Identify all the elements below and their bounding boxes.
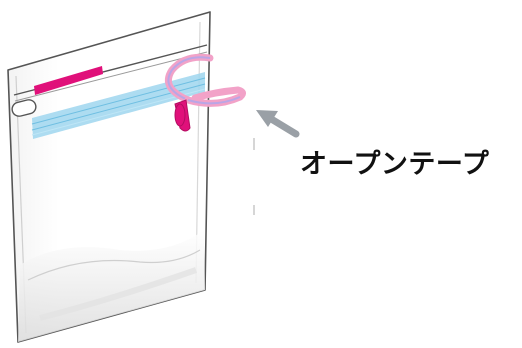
hang-hole bbox=[11, 99, 37, 117]
open-tape bbox=[165, 53, 247, 132]
brand-bar bbox=[34, 66, 103, 95]
open-tape-label: オープンテープ bbox=[300, 149, 490, 180]
arrow-icon bbox=[256, 110, 300, 138]
